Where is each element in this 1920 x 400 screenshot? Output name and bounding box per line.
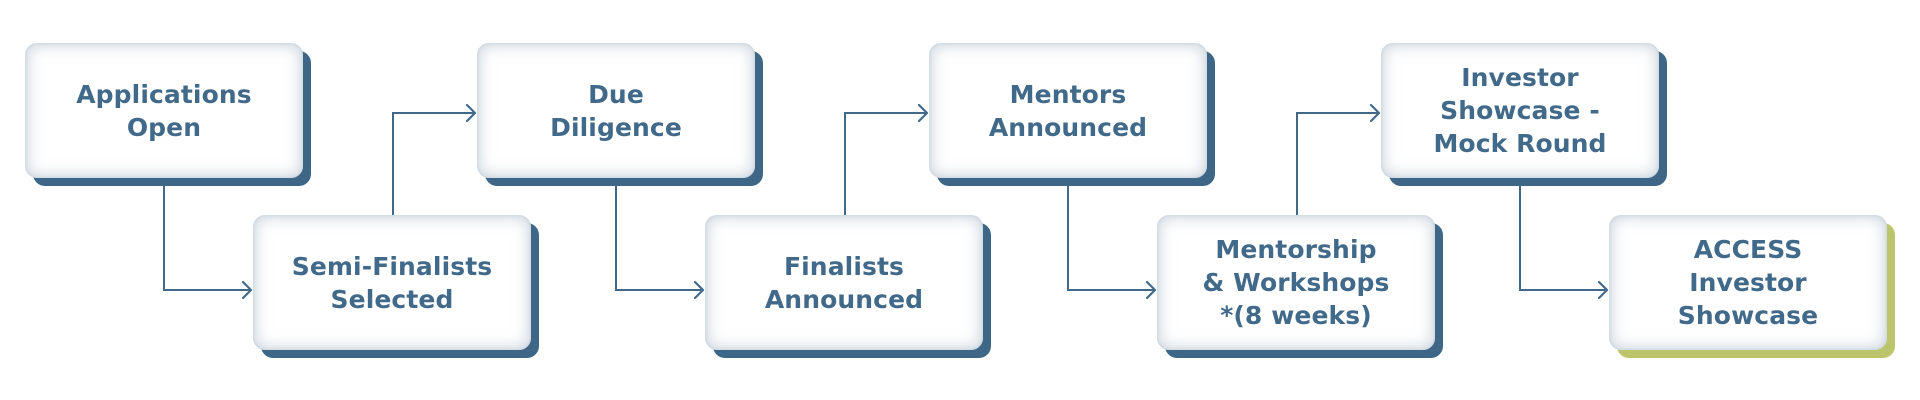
step-investor-showcase-mock-round: Investor Showcase - Mock Round — [1381, 43, 1667, 186]
connector-line-5 — [1067, 186, 1155, 291]
step-label: Investor Showcase - Mock Round — [1433, 63, 1607, 158]
connector-line-4 — [844, 112, 927, 215]
step-mentors-announced: Mentors Announced — [929, 43, 1215, 186]
arrowhead-icon — [1369, 103, 1381, 123]
step-card: Mentorship & Workshops *(8 weeks) — [1157, 215, 1435, 350]
arrowhead-icon — [1145, 280, 1157, 300]
step-access-investor-showcase: ACCESS Investor Showcase — [1609, 215, 1895, 358]
step-label: Semi-Finalists Selected — [291, 251, 493, 314]
step-label: Mentorship & Workshops *(8 weeks) — [1202, 235, 1390, 330]
step-label: Mentors Announced — [988, 79, 1148, 142]
step-label: Due Diligence — [550, 79, 682, 142]
connector-line-1 — [163, 186, 251, 291]
step-card: ACCESS Investor Showcase — [1609, 215, 1887, 350]
step-card: Semi-Finalists Selected — [253, 215, 531, 350]
arrowhead-icon — [1597, 280, 1609, 300]
step-card: Mentors Announced — [929, 43, 1207, 178]
step-label: Finalists Announced — [764, 251, 924, 314]
step-applications-open: Applications Open — [25, 43, 311, 186]
connector-line-3 — [615, 186, 703, 291]
step-mentorship-workshops: Mentorship & Workshops *(8 weeks) — [1157, 215, 1443, 358]
step-card: Finalists Announced — [705, 215, 983, 350]
connector-line-6 — [1296, 112, 1379, 215]
step-due-diligence: Due Diligence — [477, 43, 763, 186]
connector-line-2 — [392, 112, 475, 215]
step-card: Due Diligence — [477, 43, 755, 178]
arrowhead-icon — [693, 280, 705, 300]
step-finalists-announced: Finalists Announced — [705, 215, 991, 358]
arrowhead-icon — [241, 280, 253, 300]
step-label: ACCESS Investor Showcase — [1677, 235, 1819, 330]
arrowhead-icon — [465, 103, 477, 123]
step-semi-finalists-selected: Semi-Finalists Selected — [253, 215, 539, 358]
step-card: Applications Open — [25, 43, 303, 178]
connector-line-7 — [1519, 186, 1607, 291]
arrowhead-icon — [917, 103, 929, 123]
step-card: Investor Showcase - Mock Round — [1381, 43, 1659, 178]
step-label: Applications Open — [76, 79, 252, 142]
